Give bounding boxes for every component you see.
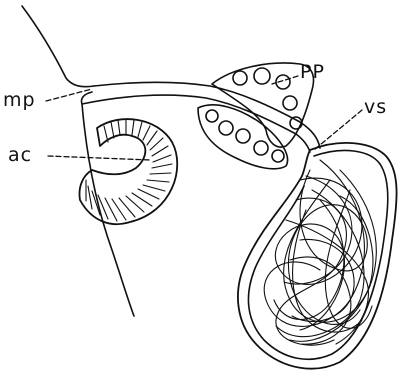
label-pp: PP: [300, 63, 325, 82]
duct-lower-edge: [81, 92, 310, 152]
leader-line-ac: [48, 156, 150, 160]
gland-lower-lobe: [198, 105, 288, 169]
label-ac: ac: [8, 146, 32, 165]
vesicle-contents: [264, 160, 376, 345]
label-vs: vs: [364, 98, 387, 117]
body-outline-upper: [22, 6, 94, 87]
duct-upper-edge: [94, 82, 320, 148]
accessory-organ: [80, 119, 178, 224]
body-outline-lower: [82, 104, 134, 316]
label-mp: mp: [3, 91, 36, 110]
